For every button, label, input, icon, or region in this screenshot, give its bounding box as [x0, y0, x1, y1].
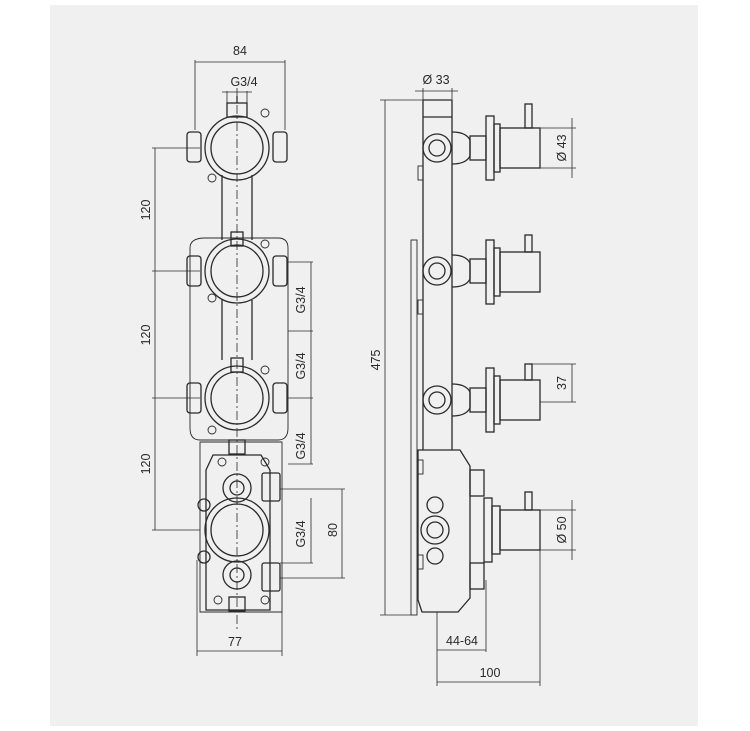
- front-valve-1: [186, 96, 288, 183]
- dim-dia-33: Ø 33: [415, 73, 458, 100]
- label-dia-50: Ø 50: [555, 516, 569, 543]
- label-44-64: 44-64: [446, 634, 478, 648]
- side-diverter: [417, 449, 541, 613]
- dim-dia-50: Ø 50: [540, 500, 576, 560]
- dim-dia-43: Ø 43: [540, 118, 576, 178]
- label-100: 100: [480, 666, 501, 680]
- label-thread-top: G3/4: [230, 75, 257, 89]
- dim-475: 475: [369, 99, 423, 616]
- drawing-panel: [50, 5, 698, 726]
- label-thread-side-4: G3/4: [294, 520, 308, 547]
- label-spacing-2: 120: [139, 325, 153, 346]
- label-80: 80: [326, 523, 340, 537]
- side-valve-1: [422, 103, 541, 181]
- dim-80: 80: [280, 488, 345, 579]
- dim-100: 100: [437, 550, 541, 686]
- dim-spacing-left: 120 120 120: [139, 147, 200, 531]
- dim-thread-top: G3/4: [222, 75, 258, 103]
- label-spacing-1: 120: [139, 200, 153, 221]
- label-thread-side-1: G3/4: [294, 286, 308, 313]
- side-valve-3: [422, 363, 541, 433]
- dim-thread-right: G3/4 G3/4 G3/4 G3/4: [280, 261, 313, 564]
- label-thread-side-2: G3/4: [294, 352, 308, 379]
- front-valve-3: [186, 357, 288, 435]
- label-77: 77: [228, 635, 242, 649]
- label-475: 475: [369, 350, 383, 371]
- dim-44-64: 44-64: [436, 580, 487, 686]
- dim-77: 77: [196, 560, 283, 656]
- label-37: 37: [555, 376, 569, 390]
- side-view: Ø 33 475 Ø 43 37 Ø 50: [369, 73, 576, 686]
- label-dia-33: Ø 33: [422, 73, 449, 87]
- side-valve-2: [422, 234, 541, 305]
- label-spacing-3: 120: [139, 454, 153, 475]
- label-dia-43: Ø 43: [555, 134, 569, 161]
- front-view: 84 G3/4 120 120 120: [139, 44, 345, 656]
- label-84: 84: [233, 44, 247, 58]
- dim-84: 84: [194, 44, 286, 130]
- label-thread-side-3: G3/4: [294, 432, 308, 459]
- front-diverter: [197, 439, 281, 612]
- dim-37: 37: [532, 363, 576, 403]
